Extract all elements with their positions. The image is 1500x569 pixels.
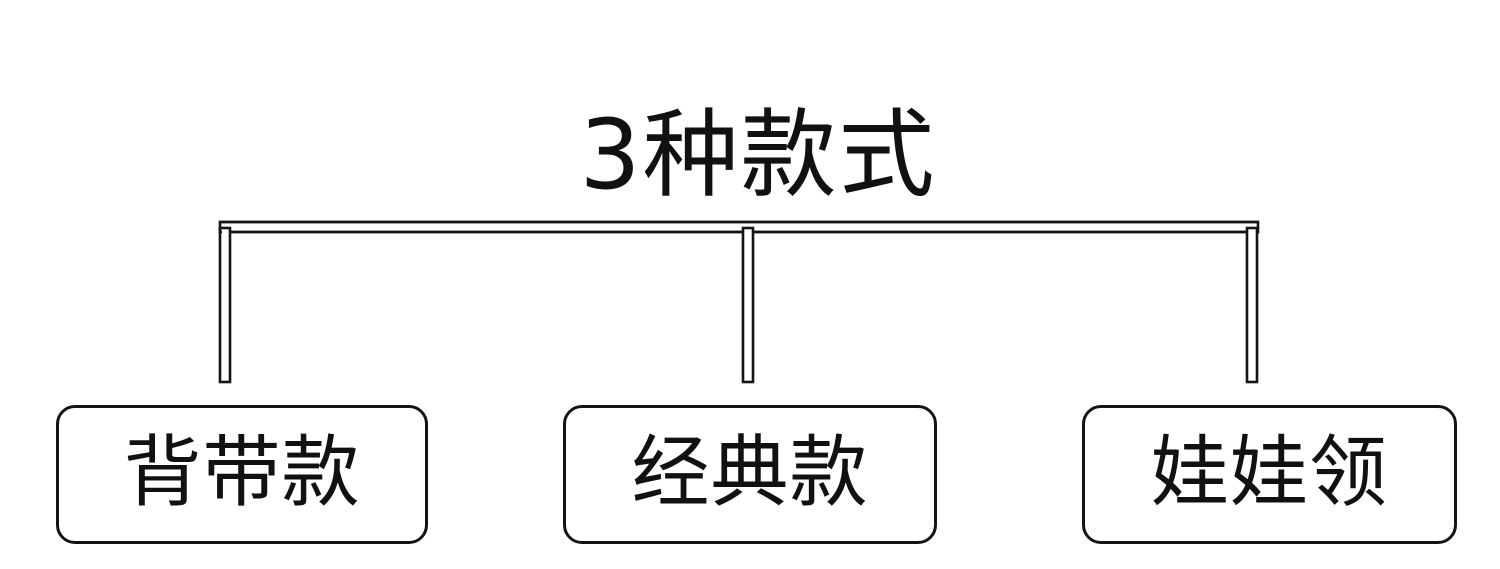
leaf-node-1[interactable]: 背带款 (56, 405, 428, 544)
leaf-node-2-label: 经典款 (631, 427, 869, 518)
root-node-label: 3种款式 (579, 99, 937, 211)
connector-horizontal-bar (218, 220, 1260, 234)
leaf-node-3[interactable]: 娃娃领 (1082, 405, 1457, 544)
connector-stem-right (1245, 226, 1259, 384)
leaf-node-1-label: 背带款 (123, 427, 361, 518)
leaf-node-2[interactable]: 经典款 (563, 405, 937, 544)
leaf-node-3-label: 娃娃领 (1150, 427, 1388, 518)
connector-stem-left (218, 226, 232, 384)
connector-stem-middle (741, 226, 755, 384)
root-node-title: 3种款式 (0, 96, 1500, 214)
